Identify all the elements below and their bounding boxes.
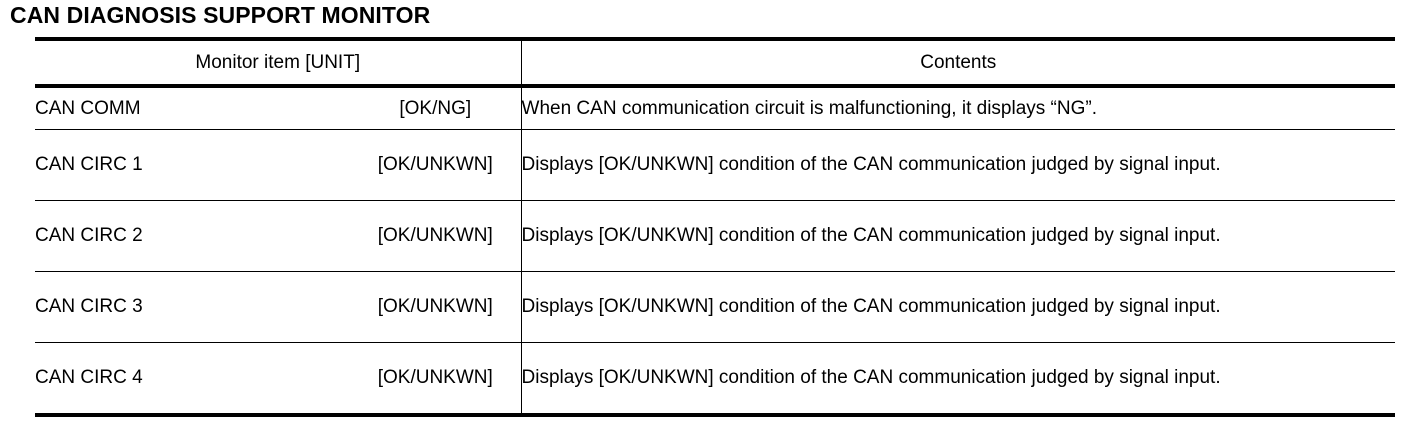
contents-text: When CAN communication circuit is malfun… (521, 97, 1097, 119)
cell-contents: Displays [OK/UNKWN] condition of the CAN… (521, 343, 1395, 416)
page-title: CAN DIAGNOSIS SUPPORT MONITOR (10, 2, 431, 28)
column-header-monitor-item: Monitor item [UNIT] (35, 37, 522, 88)
contents-text: Displays [OK/UNKWN] condition of the CAN… (521, 154, 1221, 175)
table-row: CAN COMM [OK/NG] When CAN communication … (35, 86, 1396, 130)
cell-contents: When CAN communication circuit is malfun… (521, 86, 1395, 130)
contents-text: Displays [OK/UNKWN] condition of the CAN… (521, 367, 1221, 388)
cell-monitor-item: CAN CIRC 4 (35, 367, 143, 388)
table-header: Monitor item [UNIT] Contents (35, 37, 1396, 88)
table-row: CAN CIRC 2 [OK/UNKWN] Displays [OK/UNKWN… (35, 200, 1396, 272)
cell-monitor-item: CAN CIRC 1 (35, 154, 143, 175)
table-row: CAN CIRC 3 [OK/UNKWN] Displays [OK/UNKWN… (35, 271, 1396, 343)
cell-unit: [OK/UNKWN] (350, 342, 522, 415)
column-header-contents: Contents (521, 37, 1396, 88)
cell-contents: Displays [OK/UNKWN] condition of the CAN… (521, 272, 1395, 343)
cell-contents: Displays [OK/UNKWN] condition of the CAN… (521, 130, 1395, 201)
cell-monitor-item: CAN CIRC 2 (35, 225, 143, 246)
table-row: CAN CIRC 4 [OK/UNKWN] Displays [OK/UNKWN… (35, 342, 1396, 416)
cell-monitor-item: CAN COMM (35, 97, 141, 119)
contents-text: Displays [OK/UNKWN] condition of the CAN… (521, 296, 1221, 317)
table-body: CAN COMM [OK/NG] When CAN communication … (35, 86, 1396, 416)
cell-monitor-item: CAN CIRC 3 (35, 296, 143, 317)
contents-text: Displays [OK/UNKWN] condition of the CAN… (521, 225, 1221, 246)
can-diagnosis-support-monitor-table: Monitor item [UNIT] Contents CAN COMM [O… (35, 37, 1396, 417)
table-row: CAN CIRC 1 [OK/UNKWN] Displays [OK/UNKWN… (35, 129, 1396, 201)
cell-unit: [OK/UNKWN] (350, 271, 522, 343)
cell-unit: [OK/UNKWN] (350, 200, 522, 272)
table-header-row: Monitor item [UNIT] Contents (35, 37, 1396, 88)
cell-unit: [OK/UNKWN] (350, 129, 522, 201)
cell-unit: [OK/NG] (350, 86, 522, 130)
cell-contents: Displays [OK/UNKWN] condition of the CAN… (521, 201, 1395, 272)
